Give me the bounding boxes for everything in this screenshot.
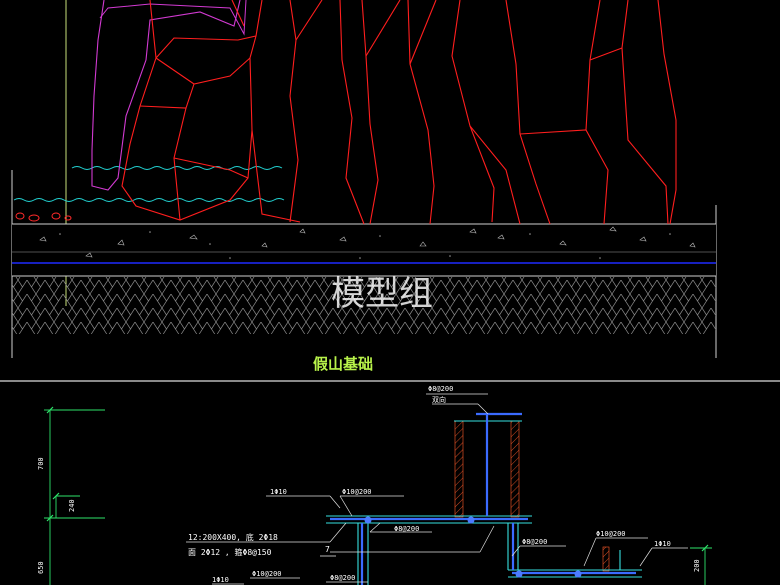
note-top-rebar: Φ8@200 [428, 385, 453, 393]
rebar-lines [330, 412, 636, 585]
column-wall-right [510, 420, 520, 518]
aggregate-dots [59, 231, 671, 259]
column-wall-left [454, 420, 464, 518]
dimension-lines [44, 409, 712, 585]
section-mark: 7 [320, 545, 336, 557]
red-pebbles [15, 212, 72, 222]
note-bottom-left: 1Φ10 [212, 576, 229, 584]
soil-layer [12, 277, 716, 334]
note-center-rebar: Φ8@200 [394, 525, 419, 533]
note-top-rebar-2: 双向 [432, 395, 446, 404]
rockery-section: 假山基础 模型组 [11, 0, 717, 373]
small-column [602, 546, 610, 572]
note-beam-1: 12:200X400, 底 2Φ18 [188, 532, 278, 542]
structure-detail: 700 240 650 200 [37, 385, 712, 585]
slab-outline [326, 420, 642, 585]
water-line-upper [71, 166, 283, 170]
svg-text:7: 7 [325, 545, 330, 554]
magenta-rock-inner [99, 0, 247, 36]
section-title: 假山基础 [313, 355, 373, 373]
note-right-rebar-1: Φ10@200 [596, 530, 626, 538]
leader-lines [186, 393, 688, 585]
magenta-rock [91, 0, 241, 191]
dim-650: 650 [37, 561, 45, 574]
rebar-dots [364, 516, 582, 578]
dimension-ticks [46, 406, 709, 552]
note-bottom-rebar-1: Φ10@200 [252, 570, 282, 578]
note-beam-2: 面 2Φ12 , 箍Φ8@150 [188, 547, 272, 557]
dim-700: 700 [37, 457, 45, 470]
note-mid-rebar: Φ10@200 [342, 488, 372, 496]
dim-200: 200 [693, 559, 701, 572]
note-right-small: Φ8@200 [522, 538, 547, 546]
red-rockery [121, 0, 677, 225]
water-line-lower [13, 198, 285, 202]
note-left-rebar: 1Φ10 [270, 488, 287, 496]
watermark-text: 模型组 [331, 274, 433, 314]
dim-240: 240 [68, 499, 76, 512]
concrete-layer [12, 224, 716, 276]
note-right-rebar-2: 1Φ10 [654, 540, 671, 548]
note-bottom-rebar-2: Φ8@200 [330, 574, 355, 582]
aggregate-specks [39, 226, 696, 258]
